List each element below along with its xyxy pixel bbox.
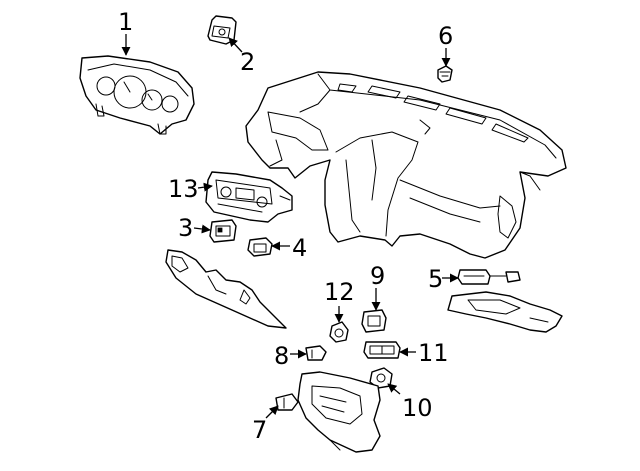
callout-1: 1: [118, 8, 133, 36]
arrow-13: [197, 182, 213, 192]
callout-9: 9: [370, 262, 385, 290]
lower-trim-panel: [165, 249, 287, 329]
switch-part-9: [361, 309, 387, 333]
center-bracket: [297, 371, 381, 453]
instrument-cluster: [79, 55, 195, 135]
callout-labels: 1 2 3 4 5 6 7 8 9 10 11 12 13: [118, 8, 453, 444]
callout-7: 7: [252, 416, 267, 444]
switch-part-11: [363, 341, 401, 359]
floor-bracket: [447, 291, 563, 333]
callout-2: 2: [240, 48, 255, 76]
leader-arrows: [121, 34, 459, 419]
bulb-part-6: [437, 65, 453, 83]
socket-part-8: [305, 345, 327, 361]
callout-13: 13: [168, 175, 199, 203]
callout-11: 11: [418, 339, 449, 367]
callout-12: 12: [324, 278, 355, 306]
arrow-2: [228, 37, 243, 53]
arrow-10: [387, 383, 401, 395]
callout-5: 5: [428, 265, 443, 293]
callout-6: 6: [438, 22, 453, 50]
arrow-7: [265, 405, 279, 419]
climate-control-panel: [205, 171, 293, 223]
switch-part-3: [209, 219, 237, 243]
callout-4: 4: [292, 234, 307, 262]
module-part-5: [457, 269, 521, 285]
instrument-panel: [245, 71, 567, 259]
switch-part-2: [207, 15, 237, 45]
callout-10: 10: [402, 394, 433, 422]
callout-8: 8: [274, 342, 289, 370]
callout-3: 3: [178, 214, 193, 242]
switch-part-4: [247, 237, 273, 257]
arrow-3: [193, 224, 211, 234]
sensor-part-12: [329, 321, 349, 343]
socket-part-7: [275, 393, 299, 411]
